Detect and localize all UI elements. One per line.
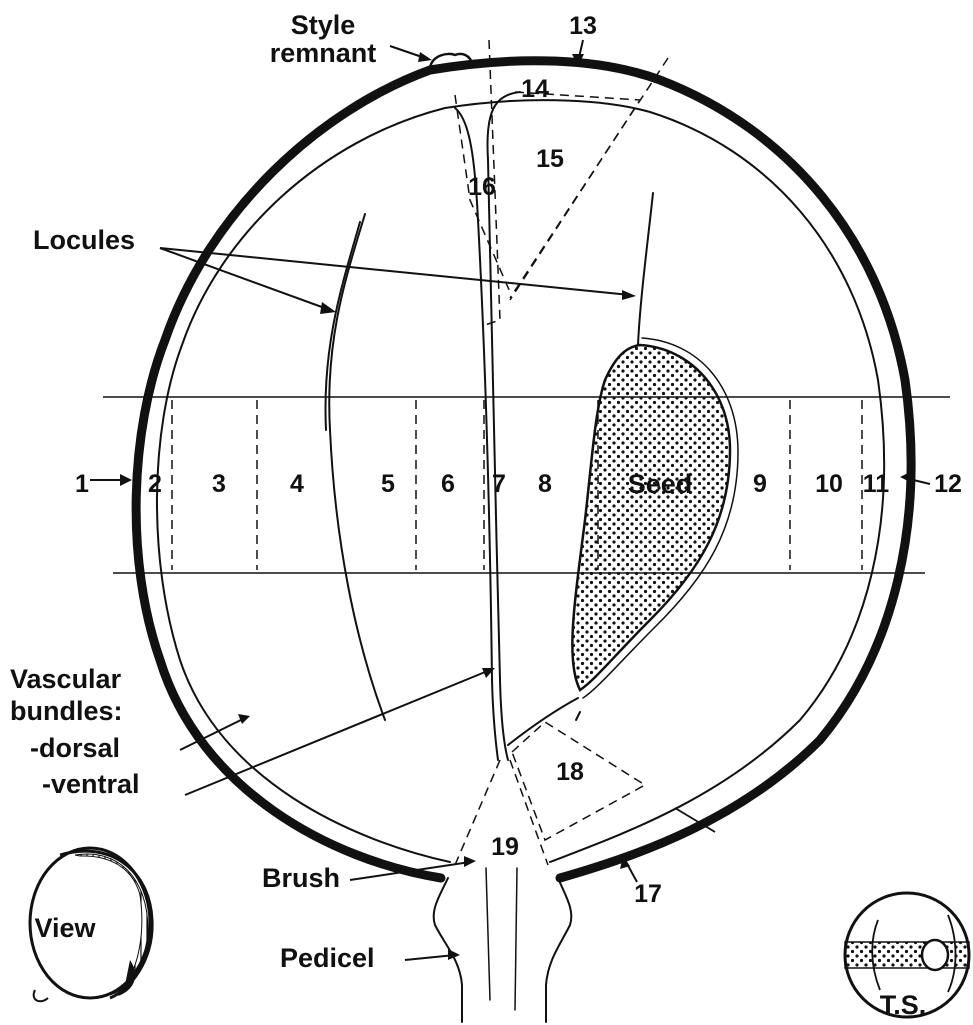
zone-label-2: 2 [148, 470, 162, 498]
inner-wall [157, 100, 884, 862]
region-label-17: 17 [634, 880, 662, 908]
zone-label-6: 6 [441, 470, 455, 498]
zone-label-10: 10 [815, 470, 843, 498]
seed-label: Seed [628, 469, 693, 499]
outer-pericarp [136, 61, 911, 878]
zone-label-8: 8 [538, 470, 552, 498]
funicle [508, 698, 578, 745]
region-label-19: 19 [491, 833, 519, 861]
locules-label: Locules [33, 225, 135, 255]
vascular-label-2: bundles: [10, 696, 123, 726]
style-remnant-label-2: remnant [270, 38, 377, 68]
ts-label: T.S. [880, 990, 927, 1020]
left-locule [329, 214, 385, 720]
region-label-14: 14 [521, 75, 549, 103]
pedicel-strands [486, 868, 517, 1010]
pedicel-label: Pedicel [280, 943, 375, 973]
pedicel-leader [405, 955, 455, 960]
dorsal-label: -dorsal [30, 733, 120, 763]
left-locule-edge [325, 222, 360, 430]
ventral-strand-left [455, 108, 498, 760]
ventral-leader [185, 670, 490, 795]
region-label-16: 16 [468, 173, 496, 201]
zone-label-3: 3 [212, 470, 226, 498]
zone-label-11: 11 [863, 470, 890, 498]
style-remnant-label-1: Style [291, 10, 356, 40]
zone-label-9: 9 [753, 470, 767, 498]
brush-leader [350, 862, 470, 880]
zone-label-7: 7 [492, 470, 506, 498]
zone-label-12: 12 [934, 470, 962, 498]
region-label-15: 15 [536, 145, 564, 173]
locules-leader-right [160, 248, 630, 295]
funicle-tip [576, 712, 580, 720]
region-label-18: 18 [556, 758, 584, 786]
zone-label-1: 1 [75, 470, 89, 498]
brush-label: Brush [262, 863, 340, 893]
pedicel [434, 878, 572, 1022]
zone-label-5: 5 [381, 470, 395, 498]
arrow-heads [120, 52, 912, 960]
ventral-label: -ventral [42, 769, 140, 799]
region-label-13: 13 [569, 12, 597, 40]
region-15-outline [510, 92, 640, 300]
zone-label-4: 4 [290, 470, 304, 498]
right-locule [638, 193, 653, 345]
view-label: View [34, 913, 96, 943]
vascular-label-1: Vascular [10, 664, 122, 694]
